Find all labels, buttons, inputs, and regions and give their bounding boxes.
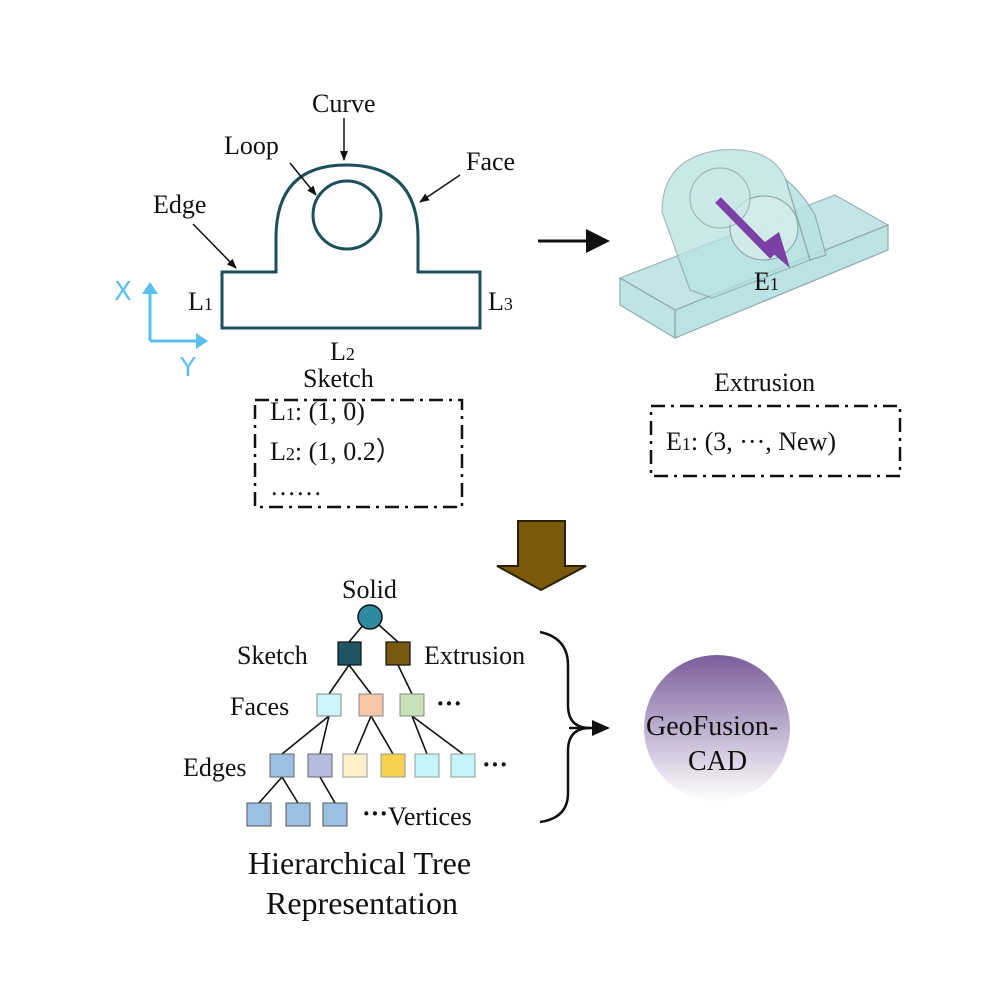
tree-node-edge bbox=[342, 753, 368, 778]
x-axis-label: X bbox=[114, 277, 132, 307]
tree-node-vertex bbox=[285, 802, 311, 827]
tree-label-edges: Edges bbox=[183, 753, 247, 782]
loop-label: Loop bbox=[224, 131, 279, 160]
edge-pointer-arrow bbox=[192, 223, 237, 269]
tree-node-edge bbox=[380, 753, 406, 778]
loop-pointer-arrow bbox=[289, 162, 317, 196]
extrusion-part: E1 Extrusion E1: (3, ···, New) bbox=[618, 148, 902, 478]
tree-node-edge bbox=[307, 753, 333, 778]
model-name-line1: GeoFusion- bbox=[646, 711, 778, 742]
sketch-params-border bbox=[253, 398, 464, 509]
l1-label: L1 bbox=[188, 287, 213, 316]
extrusion-params-box: E1: (3, ···, New) bbox=[649, 404, 902, 478]
face-label: Face bbox=[466, 147, 515, 176]
extrusion-direction-arrow bbox=[715, 197, 776, 259]
tree-ellipsis-edges: ··· bbox=[482, 750, 508, 779]
tree-node-edge bbox=[269, 753, 295, 778]
y-axis-arrowhead bbox=[196, 333, 208, 349]
tree-ellipsis-vertices: ··· bbox=[362, 799, 388, 828]
curve-label: Curve bbox=[312, 89, 376, 118]
tree-to-model-arrowhead bbox=[592, 720, 610, 736]
tree-label-solid: Solid bbox=[342, 575, 397, 604]
y-axis-label: Y bbox=[179, 353, 196, 383]
tree-label-faces: Faces bbox=[230, 692, 289, 721]
l3-label: L3 bbox=[488, 287, 513, 316]
tree-label-extrusion: Extrusion bbox=[424, 641, 525, 670]
tree-node-face bbox=[316, 693, 342, 717]
face-pointer-arrow bbox=[419, 174, 461, 203]
tree-ellipsis-faces: ··· bbox=[436, 689, 462, 718]
sketch-to-extrusion-arrowhead bbox=[586, 229, 610, 253]
tree-node-extrusion bbox=[385, 641, 411, 666]
extrusion-param-e1: E1: (3, ···, New) bbox=[666, 427, 836, 456]
tree-label-vertices: Vertices bbox=[388, 802, 472, 831]
tree-label-sketch: Sketch bbox=[237, 641, 308, 670]
extrusion-caption: Extrusion bbox=[714, 368, 815, 397]
tree-caption-line1: Hierarchical Tree bbox=[248, 845, 471, 881]
edge-label: Edge bbox=[153, 190, 206, 219]
sketch-params-box: L1: (1, 0) L2: (1, 0.2） …… bbox=[253, 397, 464, 509]
hierarchical-tree: Solid Sketch Extrusion Faces ··· Edges ·… bbox=[183, 575, 591, 921]
sketch-param-l1: L1: (1, 0) bbox=[270, 397, 365, 426]
sketch-profile-outline bbox=[220, 163, 482, 330]
extruded-solid bbox=[618, 148, 890, 340]
tree-node-edge bbox=[414, 753, 440, 778]
solid-boss-side bbox=[784, 178, 827, 261]
sketch-param-l2: L2: (1, 0.2） bbox=[270, 437, 402, 466]
sketch-caption: Sketch bbox=[303, 364, 374, 393]
tree-node-edge bbox=[450, 753, 476, 778]
sketch-part: Curve Loop Face Edge L1 L3 L2 Sketch X Y… bbox=[114, 89, 515, 509]
conversion-down-arrow bbox=[496, 520, 587, 592]
tree-caption-line2: Representation bbox=[266, 885, 458, 921]
extrusion-direction-arrowhead bbox=[762, 232, 790, 268]
tree-node-sketch bbox=[337, 641, 362, 666]
sketch-param-more: …… bbox=[270, 472, 322, 501]
tree-node-face bbox=[358, 693, 384, 717]
tree-edges bbox=[258, 616, 464, 804]
sketch-hole-circle bbox=[311, 179, 383, 251]
tree-node-face bbox=[399, 693, 425, 717]
solid-base-left bbox=[619, 276, 676, 340]
tree-node-vertex bbox=[246, 802, 272, 827]
l2-label: L2 bbox=[330, 337, 355, 366]
axis-indicator: X Y bbox=[114, 277, 208, 383]
model-name-line2: CAD bbox=[688, 746, 747, 777]
tree-node-solid bbox=[357, 604, 383, 630]
model-circle bbox=[644, 655, 790, 801]
geofusion-cad-model: GeoFusion- CAD bbox=[644, 655, 790, 801]
tree-node-vertex bbox=[322, 802, 348, 827]
extrusion-params-border bbox=[649, 404, 902, 478]
x-axis-arrowhead bbox=[142, 282, 158, 294]
extrusion-e1-label: E1 bbox=[754, 267, 779, 296]
